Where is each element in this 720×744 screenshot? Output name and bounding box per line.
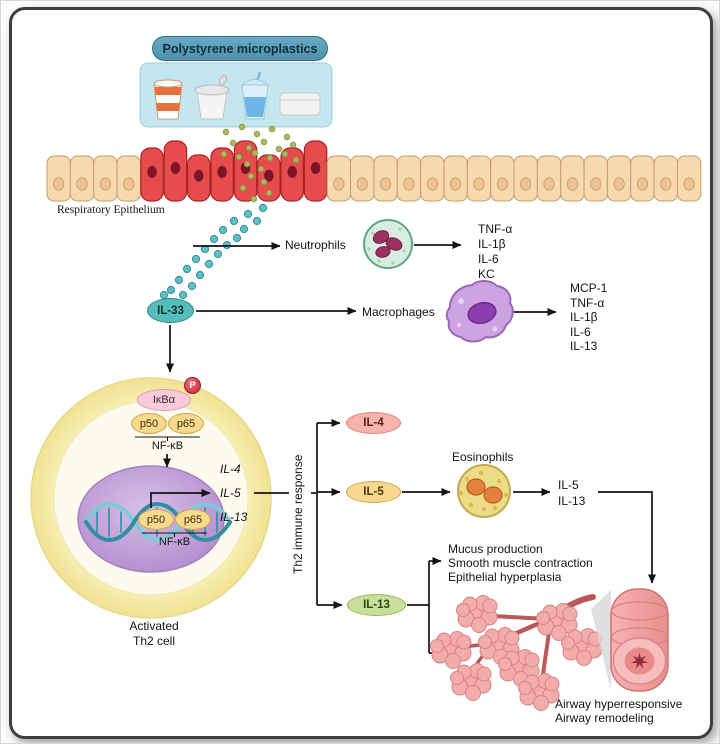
plastic-items-box (139, 62, 333, 128)
il4-badge: IL-4 (346, 412, 401, 434)
macrophage-icon (445, 280, 514, 343)
p65-badge: p65 (168, 413, 204, 434)
caption-line: Th2 cell (132, 634, 176, 648)
eosinophil-icon (457, 464, 511, 518)
cytokine-item: TNF-α (478, 222, 513, 236)
eosinophil-cytokine-list: IL-5 IL-13 (558, 478, 585, 509)
cytokine-item: TNF-α (570, 295, 605, 310)
cytokine-item: MCP-1 (570, 281, 608, 295)
outcome-item: Airway remodeling (555, 711, 654, 725)
arrow-layer (135, 241, 656, 657)
macrophage-cytokine-list: MCP-1 TNF-α IL-1β IL-6 IL-13 (570, 281, 607, 354)
th2-response-axis-label: Th2 immune response (291, 454, 305, 574)
th2-cell-caption: Activated Th2 cell (99, 619, 209, 649)
effect-item: Smooth muscle contraction (448, 556, 593, 570)
p65-dna-badge: p65 (175, 509, 211, 530)
phospho-badge: P (184, 377, 201, 394)
cytokine-item: IL-6 (570, 324, 591, 339)
cytokine-item: IL-6 (478, 252, 499, 266)
food-container-icon (279, 92, 321, 116)
il33-badge: IL-33 (147, 298, 194, 323)
neutrophils-label: Neutrophils (285, 238, 346, 252)
p50-badge: p50 (131, 413, 167, 434)
neutrophil-cytokine-list: TNF-α IL-1β IL-6 KC (478, 222, 512, 282)
lumen-star-icon (631, 652, 648, 669)
nfkb-label: NF-κB (158, 536, 191, 548)
effect-item: Mucus production (448, 542, 543, 556)
plastic-cup-icon (153, 79, 183, 120)
microplastic-particles (159, 123, 300, 300)
bronchiole-cross-section (610, 588, 669, 692)
effect-item: Epithelial hyperplasia (448, 570, 562, 584)
gene-il5: IL-5 (220, 486, 241, 500)
nfkb-label: NF-κB (151, 440, 184, 452)
cytokine-item: KC (478, 267, 495, 281)
cytokine-item: IL-13 (558, 493, 586, 508)
gene-il13: IL-13 (220, 510, 248, 524)
caption-line: Activated (129, 619, 179, 633)
yogurt-tub-icon (194, 74, 230, 120)
p50-dna-badge: p50 (138, 509, 174, 530)
title-badge: Polystyrene microplastics (152, 36, 328, 61)
eosinophils-label: Eosinophils (452, 450, 514, 464)
neutrophil-icon (363, 219, 413, 269)
cytokine-item: IL-1β (478, 237, 506, 251)
alveoli-cluster (430, 595, 603, 711)
ikba-badge: IκBα (137, 389, 191, 411)
cytokine-item: IL-5 (558, 478, 579, 492)
il5-badge: IL-5 (346, 481, 401, 503)
gene-il4: IL-4 (220, 462, 241, 476)
macrophages-label: Macrophages (362, 305, 435, 319)
outcome-list: Airway hyperresponsive Airway remodeling (555, 697, 682, 725)
epithelium-row (46, 140, 702, 202)
magnify-wedge (591, 590, 611, 690)
cytokine-item: IL-1β (570, 310, 598, 325)
cytokine-item: IL-13 (570, 339, 598, 354)
il13-effects-list: Mucus production Smooth muscle contracti… (448, 542, 593, 584)
outcome-item: Airway hyperresponsive (555, 697, 683, 711)
il13-badge: IL-13 (347, 594, 406, 616)
epithelium-label: Respiratory Epithelium (57, 204, 165, 216)
drink-cup-icon (241, 71, 269, 120)
